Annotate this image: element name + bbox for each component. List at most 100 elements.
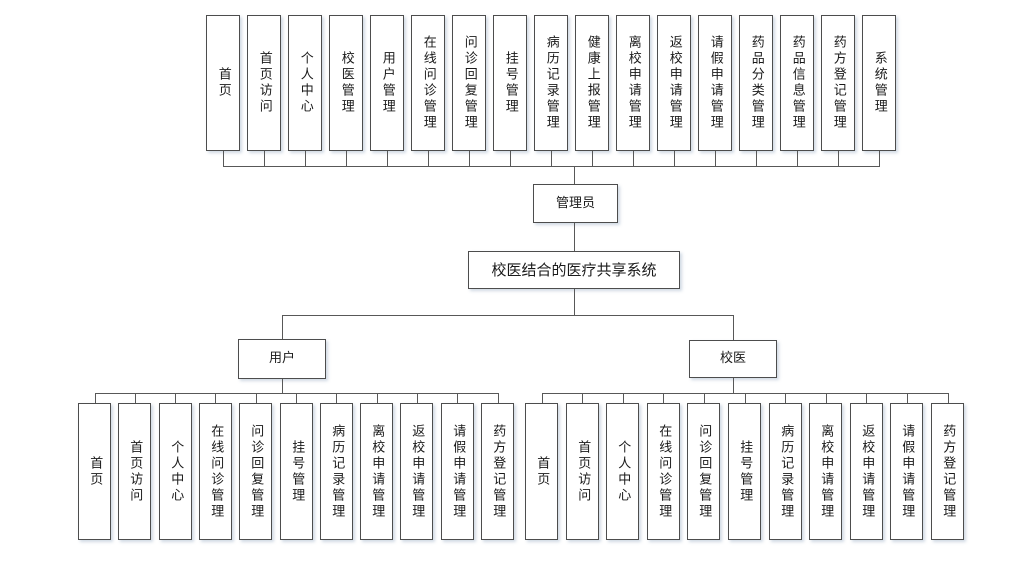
connector-line [417,393,418,403]
user-module-node: 药方登记管理 [481,403,514,540]
connector-line [377,393,378,403]
connector-line [623,393,624,403]
admin-node: 管理员 [533,184,618,223]
doctor-module-node: 请假申请管理 [890,403,923,540]
user-module-node: 返校申请管理 [400,403,433,540]
doctor-module-label: 药方登记管理 [940,423,956,520]
admin-module-node: 离校申请管理 [616,15,650,151]
connector-line [256,393,257,403]
connector-line [387,151,388,166]
admin-module-label: 系统管理 [871,51,887,115]
connector-line [551,151,552,166]
doctor-module-label: 挂号管理 [737,439,753,504]
connector-line [282,315,734,316]
doctor-module-label: 首页 [534,455,550,488]
admin-module-label: 药品信息管理 [789,35,805,131]
admin-node-label: 管理员 [555,195,595,211]
connector-line [704,393,705,403]
connector-line [745,393,746,403]
doctor-module-node: 个人中心 [606,403,639,540]
connector-line [733,378,734,393]
connector-line [542,393,949,394]
admin-module-label: 首页 [215,67,231,99]
connector-line [797,151,798,166]
doctor-module-node: 挂号管理 [728,403,761,540]
doctor-module-node: 首页访问 [566,403,599,540]
user-module-node: 问诊回复管理 [239,403,272,540]
doctor-role-label: 校医 [719,351,746,367]
connector-line [305,151,306,166]
admin-module-node: 药方登记管理 [821,15,855,151]
admin-module-label: 问诊回复管理 [461,35,477,131]
admin-module-node: 返校申请管理 [657,15,691,151]
doctor-module-node: 返校申请管理 [850,403,883,540]
doctor-module-label: 首页访问 [575,439,591,504]
connector-line [215,393,216,403]
user-module-node: 离校申请管理 [360,403,393,540]
connector-line [428,151,429,166]
admin-module-label: 返校申请管理 [666,35,682,131]
admin-module-label: 病历记录管理 [543,35,559,131]
connector-line [223,166,880,167]
user-module-node: 病历记录管理 [320,403,353,540]
user-module-label: 个人中心 [168,439,184,504]
admin-module-label: 药品分类管理 [748,35,764,131]
connector-line [592,151,593,166]
user-role-node: 用户 [238,339,326,379]
connector-line [826,393,827,403]
user-module-node: 在线问诊管理 [199,403,232,540]
user-module-node: 请假申请管理 [441,403,474,540]
connector-line [715,151,716,166]
admin-module-node: 请假申请管理 [698,15,732,151]
user-module-node: 挂号管理 [280,403,313,540]
admin-module-node: 首页 [206,15,240,151]
user-module-label: 首页 [87,455,103,488]
admin-module-label: 药方登记管理 [830,35,846,131]
connector-line [582,393,583,403]
connector-line [135,393,136,403]
connector-line [663,393,664,403]
doctor-module-node: 首页 [525,403,558,540]
admin-module-node: 校医管理 [329,15,363,151]
admin-module-node: 问诊回复管理 [452,15,486,151]
user-module-label: 在线问诊管理 [208,423,224,520]
user-module-label: 离校申请管理 [369,423,385,520]
admin-module-node: 用户管理 [370,15,404,151]
doctor-module-label: 个人中心 [615,439,631,504]
user-module-node: 首页 [78,403,111,540]
admin-module-node: 病历记录管理 [534,15,568,151]
admin-module-node: 健康上报管理 [575,15,609,151]
user-module-label: 问诊回复管理 [248,423,264,520]
doctor-module-label: 返校申请管理 [859,423,875,520]
root-system-node: 校医结合的医疗共享系统 [468,251,680,289]
connector-line [469,151,470,166]
admin-module-label: 挂号管理 [502,51,518,115]
doctor-module-node: 离校申请管理 [809,403,842,540]
admin-module-node: 在线问诊管理 [411,15,445,151]
doctor-module-label: 在线问诊管理 [656,423,672,520]
admin-module-node: 个人中心 [288,15,322,151]
doctor-module-node: 问诊回复管理 [687,403,720,540]
connector-line [346,151,347,166]
connector-line [542,393,543,403]
connector-line [907,393,908,403]
admin-module-label: 校医管理 [338,51,354,115]
admin-module-label: 健康上报管理 [584,35,600,131]
doctor-role-node: 校医 [689,340,777,378]
connector-line [223,151,224,166]
user-module-label: 挂号管理 [289,439,305,504]
connector-line [574,289,575,315]
user-module-label: 首页访问 [127,439,143,504]
doctor-module-node: 在线问诊管理 [647,403,680,540]
connector-line [948,393,949,403]
connector-line [336,393,337,403]
connector-line [95,393,499,394]
connector-line [282,379,283,393]
root-system-label: 校医结合的医疗共享系统 [491,261,657,279]
admin-module-node: 首页访问 [247,15,281,151]
connector-line [733,315,734,340]
connector-line [457,393,458,403]
connector-line [574,166,575,184]
admin-module-node: 挂号管理 [493,15,527,151]
